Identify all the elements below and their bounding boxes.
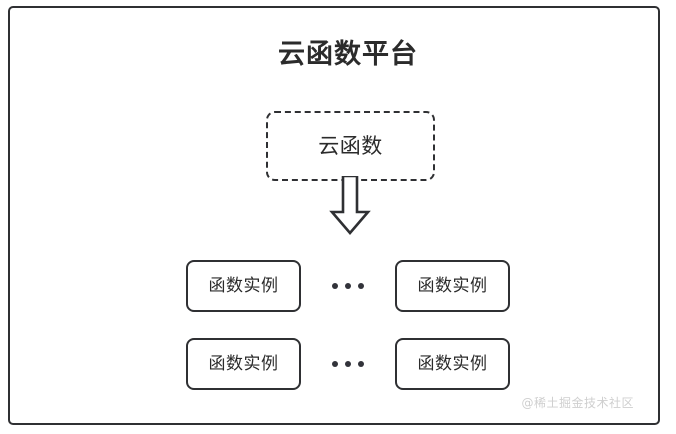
function-instance-box[interactable]: 函数实例 — [395, 338, 510, 390]
function-instance-box[interactable]: 函数实例 — [395, 260, 510, 312]
ellipsis-dot — [332, 361, 338, 367]
ellipsis-dot — [358, 361, 364, 367]
instance-row: 函数实例 ... 函数实例 — [10, 338, 676, 390]
cloud-function-platform-container: 云函数平台 云函数 函数实例 ... 函数实例 — [8, 6, 660, 425]
ellipsis-dot — [345, 283, 351, 289]
cloud-function-label: 云函数 — [318, 134, 383, 158]
function-instance-label: 函数实例 — [417, 276, 488, 296]
ellipsis-dot — [345, 361, 351, 367]
function-instance-label: 函数实例 — [208, 276, 279, 296]
ellipsis-dot — [332, 283, 338, 289]
ellipsis-indicator: ... — [301, 260, 395, 312]
cloud-function-node[interactable]: 云函数 — [266, 111, 435, 181]
down-block-arrow-icon — [322, 174, 378, 236]
function-instance-label: 函数实例 — [208, 354, 279, 374]
function-instance-box[interactable]: 函数实例 — [186, 260, 301, 312]
down-block-arrow-svg — [329, 174, 371, 235]
ellipsis-dot — [358, 283, 364, 289]
ellipsis-indicator: ... — [301, 338, 395, 390]
function-instance-label: 函数实例 — [417, 354, 488, 374]
page-title: 云函数平台 — [278, 39, 418, 70]
function-instance-box[interactable]: 函数实例 — [186, 338, 301, 390]
watermark: @稀土掘金技术社区 — [521, 396, 634, 410]
instance-row: 函数实例 ... 函数实例 — [10, 260, 676, 312]
